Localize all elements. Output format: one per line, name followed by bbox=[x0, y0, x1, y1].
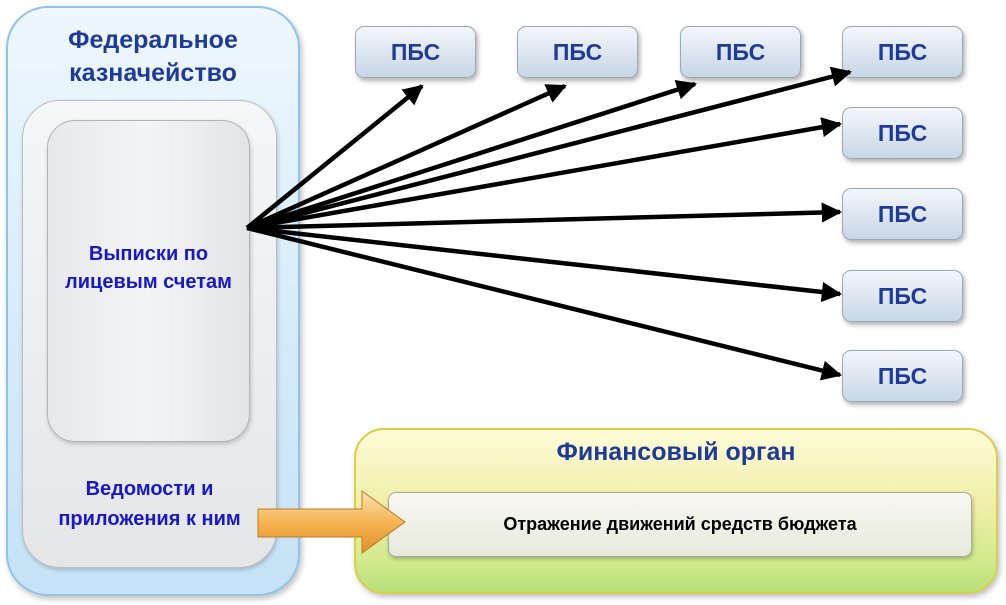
pbs-box-6: ПБС bbox=[842, 188, 963, 240]
pbs-box-7: ПБС bbox=[842, 270, 963, 322]
pbs-box-4: ПБС bbox=[842, 26, 963, 78]
pbs-box-8: ПБС bbox=[842, 350, 963, 402]
pbs-box-1: ПБС bbox=[355, 26, 476, 78]
orange-block-arrow bbox=[257, 490, 406, 554]
arrow-to-pbs-3 bbox=[246, 79, 697, 231]
reports-text: Ведомости и приложения к ним bbox=[58, 478, 241, 530]
statements-card bbox=[47, 120, 250, 442]
federal-treasury-title: Федеральное казначейство bbox=[68, 26, 238, 87]
budget-movements-box: Отражение движений средств бюджета bbox=[388, 492, 972, 557]
arrow-to-pbs-1 bbox=[245, 84, 424, 230]
pbs-box-2: ПБС bbox=[517, 26, 638, 78]
arrow-to-pbs-6 bbox=[246, 202, 843, 231]
pbs-box-3: ПБС bbox=[680, 26, 801, 78]
arrow-to-pbs-5 bbox=[246, 117, 842, 231]
arrow-to-pbs-2 bbox=[246, 83, 567, 231]
arrow-to-pbs-4 bbox=[246, 66, 852, 231]
arrow-to-pbs-8 bbox=[246, 225, 842, 381]
pbs-box-5: ПБС bbox=[842, 107, 963, 159]
arrow-to-pbs-7 bbox=[246, 225, 843, 303]
statements-text: Выписки по лицевым счетам bbox=[65, 243, 232, 293]
finance-body-title: Финансовый орган bbox=[556, 438, 796, 466]
